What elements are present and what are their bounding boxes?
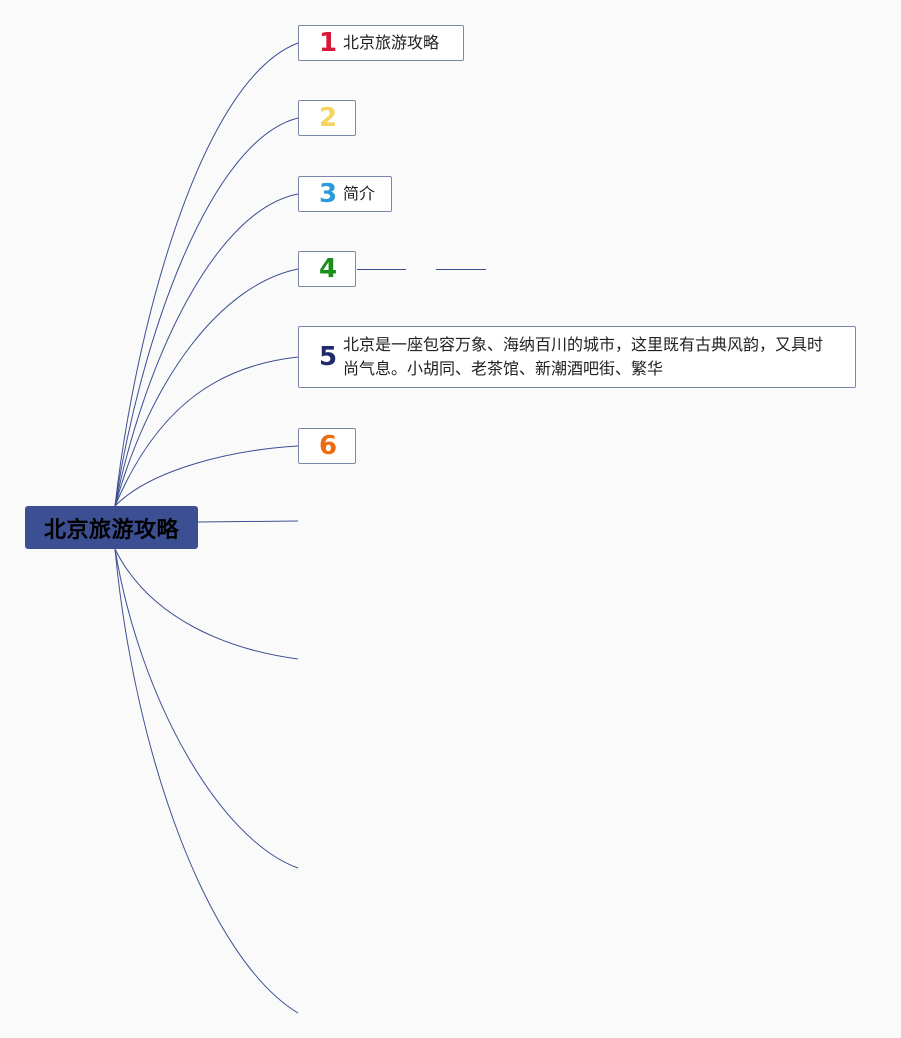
connector-4 xyxy=(114,268,299,507)
branch-node-3-label: 简介 xyxy=(343,184,376,203)
number-3-icon: 3 xyxy=(318,179,338,209)
root-topic-label: 北京旅游攻略 xyxy=(43,517,179,543)
branch-node-5[interactable]: 5 北京是一座包容万象、海纳百川的城市，这里既有古典风韵，又具时尚气息。小胡同、… xyxy=(298,326,856,388)
subtopic-line-1 xyxy=(357,269,406,270)
subtopic-line-2 xyxy=(436,269,486,270)
branch-node-6[interactable]: 6 xyxy=(298,428,356,464)
connector-5 xyxy=(114,356,299,507)
connector-1 xyxy=(114,42,299,507)
number-1-icon: 1 xyxy=(318,28,338,58)
branch-node-3[interactable]: 3 简介 xyxy=(298,176,392,212)
connector-8 xyxy=(114,548,299,660)
number-2-icon: 2 xyxy=(318,103,338,133)
connector-2 xyxy=(114,117,299,507)
connector-9 xyxy=(114,548,299,869)
branch-node-1-label: 北京旅游攻略 xyxy=(343,33,440,52)
number-4-icon: 4 xyxy=(318,254,338,284)
connector-7 xyxy=(197,520,299,523)
connector-6 xyxy=(114,445,299,507)
branch-node-4[interactable]: 4 xyxy=(298,251,356,287)
number-5-icon: 5 xyxy=(318,342,338,372)
number-6-icon: 6 xyxy=(318,431,338,461)
connector-3 xyxy=(114,193,299,507)
branch-node-5-label: 北京是一座包容万象、海纳百川的城市，这里既有古典风韵，又具时尚气息。小胡同、老茶… xyxy=(343,335,824,378)
branch-node-1[interactable]: 1 北京旅游攻略 xyxy=(298,25,464,61)
connector-10 xyxy=(114,548,299,1014)
branch-node-2[interactable]: 2 xyxy=(298,100,356,136)
root-topic[interactable]: 北京旅游攻略 xyxy=(25,506,198,549)
